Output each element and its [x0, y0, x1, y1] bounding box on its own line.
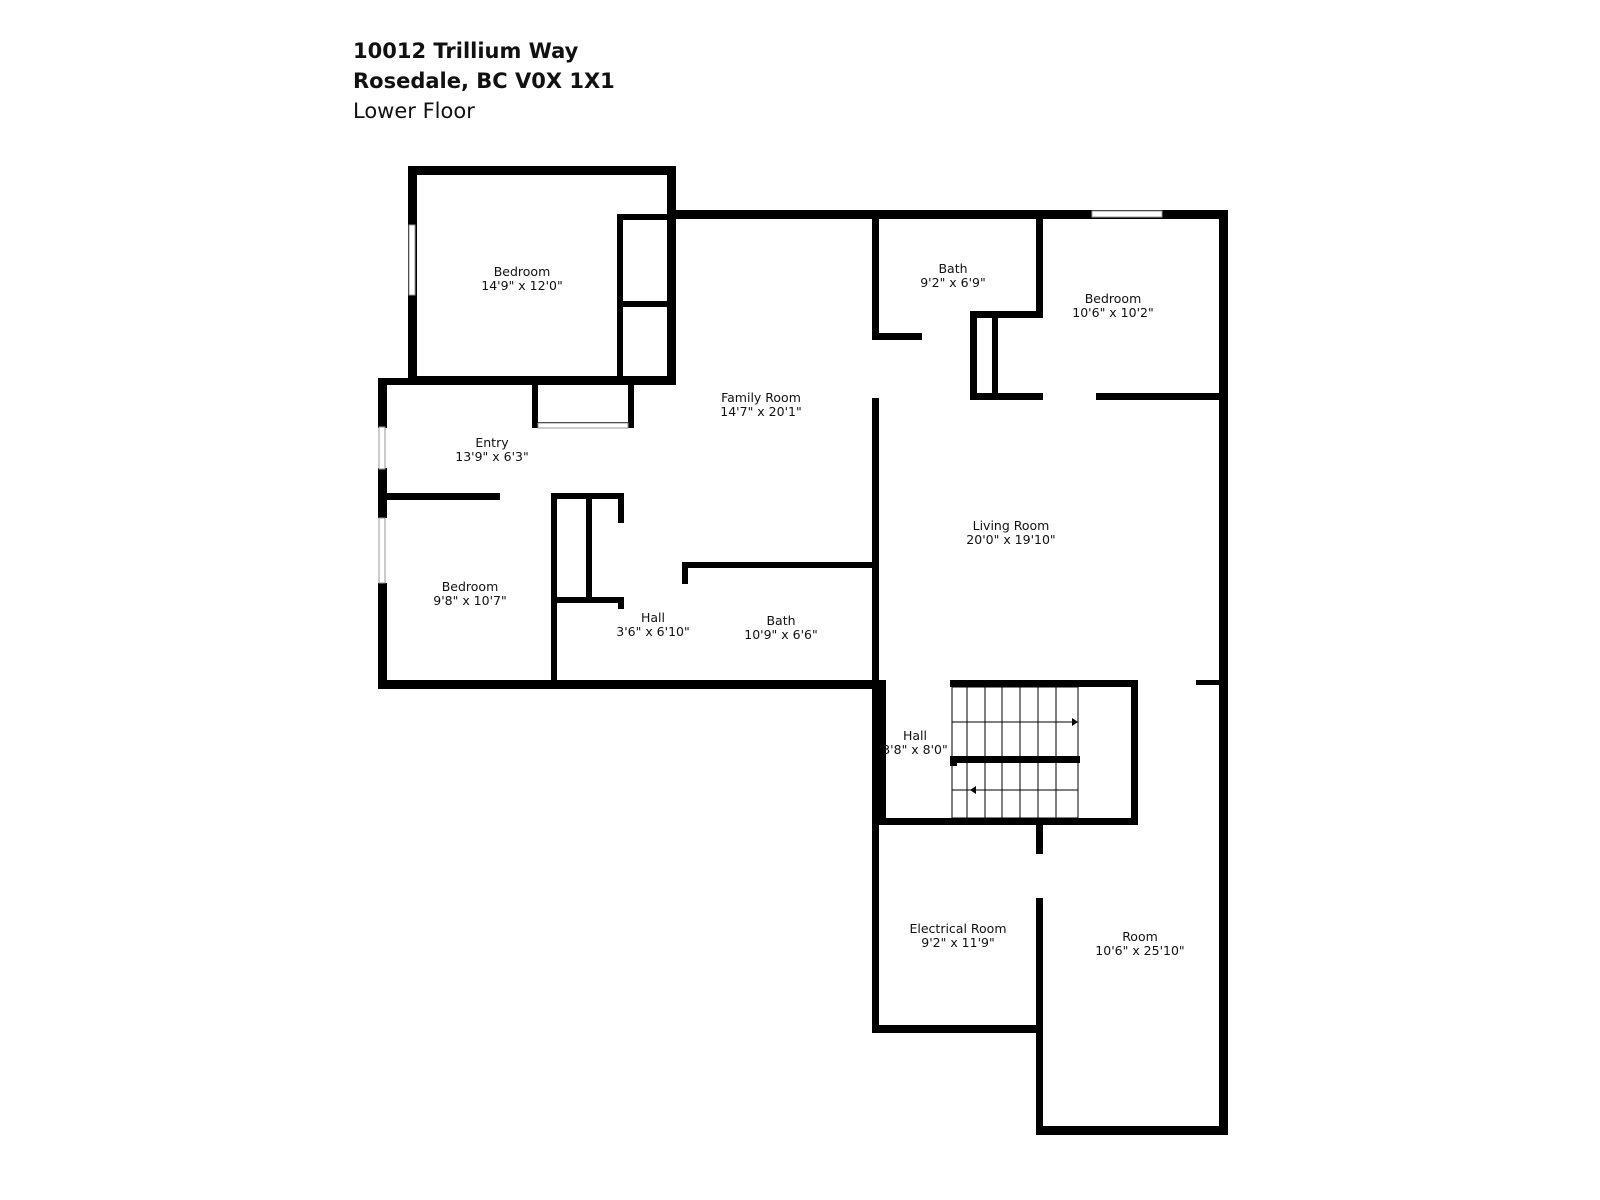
room-name: Living Room: [973, 518, 1050, 533]
windows: [378, 210, 1163, 584]
city-postal: Rosedale, BC V0X 1X1: [353, 69, 615, 93]
room-name: Family Room: [721, 390, 801, 405]
street-address: 10012 Trillium Way: [353, 39, 579, 63]
room-dims: 3'8" x 8'0": [882, 742, 948, 757]
room-name: Bedroom: [442, 579, 499, 594]
room-dims: 14'9" x 12'0": [481, 278, 562, 293]
floor-name: Lower Floor: [353, 99, 475, 123]
room-dims: 9'8" x 10'7": [433, 593, 506, 608]
room-name: Bath: [766, 613, 795, 628]
room-dims: 10'6" x 10'2": [1072, 305, 1153, 320]
room-name: Entry: [475, 435, 509, 450]
room-dims: 9'2" x 6'9": [920, 275, 986, 290]
address-header: 10012 Trillium Way Rosedale, BC V0X 1X1 …: [353, 36, 615, 126]
room-dims: 13'9" x 6'3": [455, 449, 528, 464]
walls: [378, 166, 1228, 1135]
room-name: Room: [1122, 929, 1158, 944]
room-name: Hall: [641, 610, 665, 625]
room-name: Bedroom: [494, 264, 551, 279]
room-dims: 10'6" x 25'10": [1095, 943, 1184, 958]
room-name: Bedroom: [1085, 291, 1142, 306]
room-dims: 3'6" x 6'10": [616, 624, 689, 639]
room-dims: 9'2" x 11'9": [921, 935, 994, 950]
room-name: Bath: [938, 261, 967, 276]
room-name: Electrical Room: [909, 921, 1006, 936]
room-labels: Bedroom 14'9" x 12'0" Family Room 14'7" …: [433, 261, 1184, 958]
room-dims: 20'0" x 19'10": [966, 532, 1055, 547]
room-dims: 14'7" x 20'1": [720, 404, 801, 419]
room-name: Hall: [903, 728, 927, 743]
room-dims: 10'9" x 6'6": [744, 627, 817, 642]
stairs: [951, 686, 1079, 819]
